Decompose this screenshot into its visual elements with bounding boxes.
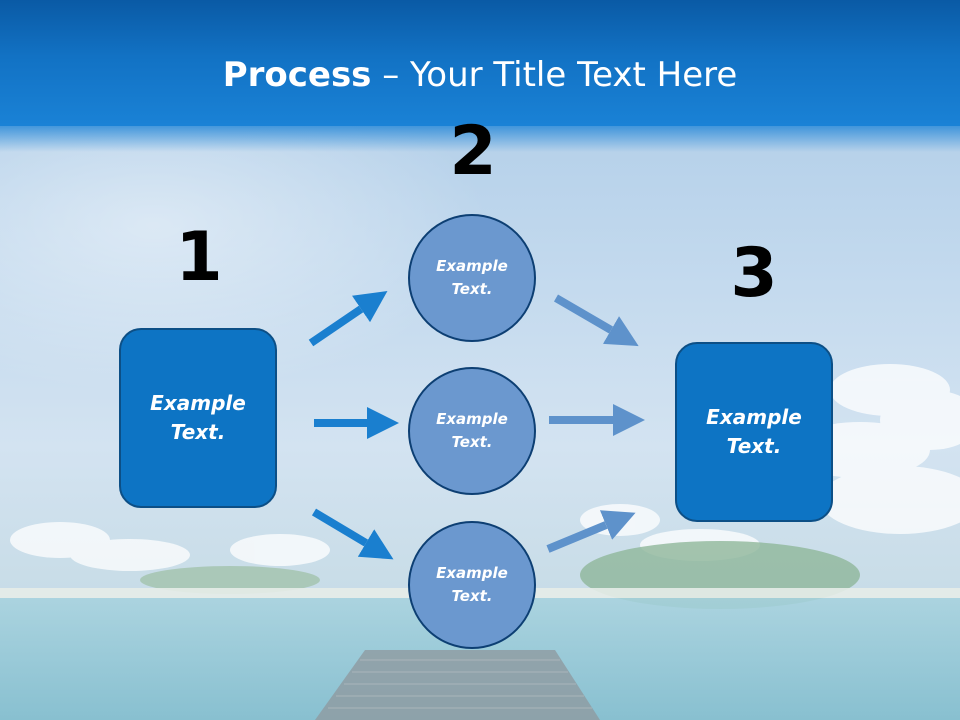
step-3-text: Example Text. — [706, 405, 802, 458]
title-strong: Process — [222, 55, 372, 95]
step-number-2: 2 — [449, 112, 497, 191]
step-2-circle-top-text: Example Text. — [436, 257, 508, 298]
step-2-circle-middle-text: Example Text. — [436, 410, 508, 451]
title-band — [0, 0, 960, 152]
arrow-top-to-3 — [553, 294, 639, 347]
step-2-circle-top: Example Text. — [408, 214, 536, 342]
step-1-text: Example Text. — [150, 391, 246, 444]
title-rest: – Your Title Text Here — [371, 55, 738, 95]
pier — [315, 650, 600, 720]
arrow-bottom-to-3 — [546, 510, 636, 553]
step-2-circle-bottom: Example Text. — [408, 521, 536, 649]
step-number-1: 1 — [175, 218, 223, 297]
step-2-circle-bottom-text: Example Text. — [436, 564, 508, 605]
slide-title: Process – Your Title Text Here — [0, 52, 960, 98]
arrow-1-to-bottom — [311, 508, 394, 560]
step-1-box: Example Text. — [119, 328, 277, 508]
step-2-circle-middle: Example Text. — [408, 367, 536, 495]
step-3-box: Example Text. — [675, 342, 833, 522]
arrow-1-to-top — [308, 291, 388, 347]
step-number-3: 3 — [730, 234, 778, 313]
